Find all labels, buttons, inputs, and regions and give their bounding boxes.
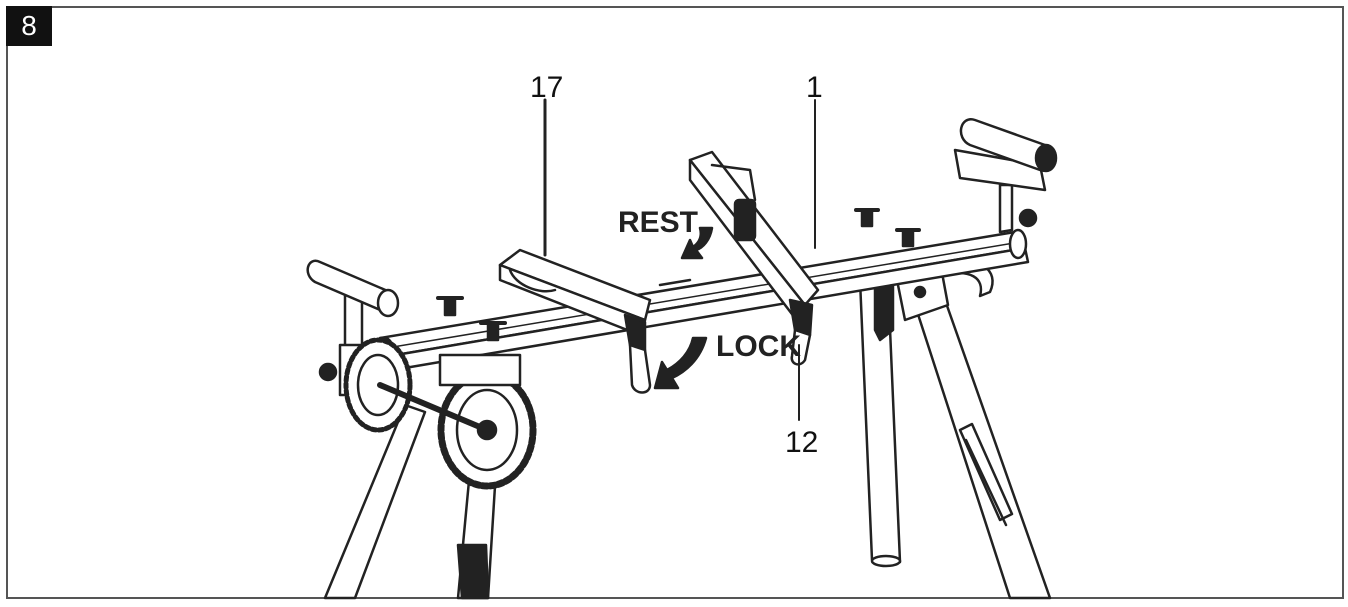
lock-arrow bbox=[653, 336, 708, 390]
right-mounting-bracket bbox=[688, 150, 820, 366]
rest-label: REST bbox=[618, 206, 698, 239]
left-legs bbox=[323, 403, 498, 600]
callout-17: 17 bbox=[530, 71, 563, 104]
right-legs bbox=[858, 259, 1052, 600]
lock-label: LOCK bbox=[716, 330, 801, 363]
beam-knobs bbox=[436, 208, 921, 342]
left-mounting-bracket bbox=[498, 248, 692, 394]
wheels bbox=[343, 337, 537, 490]
callout-1: 1 bbox=[806, 71, 823, 104]
figure-number-badge: 8 bbox=[6, 6, 52, 46]
rest-arrow bbox=[680, 226, 714, 260]
right-roller-support bbox=[953, 118, 1058, 234]
callout-12: 12 bbox=[785, 426, 818, 459]
